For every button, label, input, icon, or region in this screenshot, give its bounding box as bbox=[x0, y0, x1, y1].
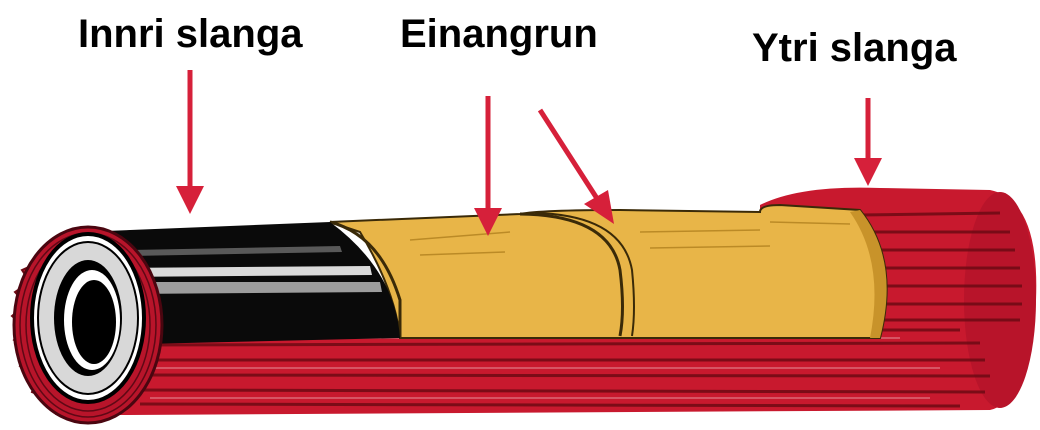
label-insulation: Einangrun bbox=[400, 14, 598, 54]
label-outer-hose: Ytri slanga bbox=[752, 28, 957, 68]
insulation-layer bbox=[330, 205, 887, 338]
arrow-insulation-2 bbox=[540, 110, 614, 224]
arrow-outer-hose bbox=[854, 98, 882, 186]
hose-end-face bbox=[14, 227, 162, 423]
arrow-inner-hose bbox=[176, 70, 204, 214]
label-inner-hose: Innri slanga bbox=[78, 14, 303, 54]
arrow-insulation-1 bbox=[474, 96, 502, 236]
